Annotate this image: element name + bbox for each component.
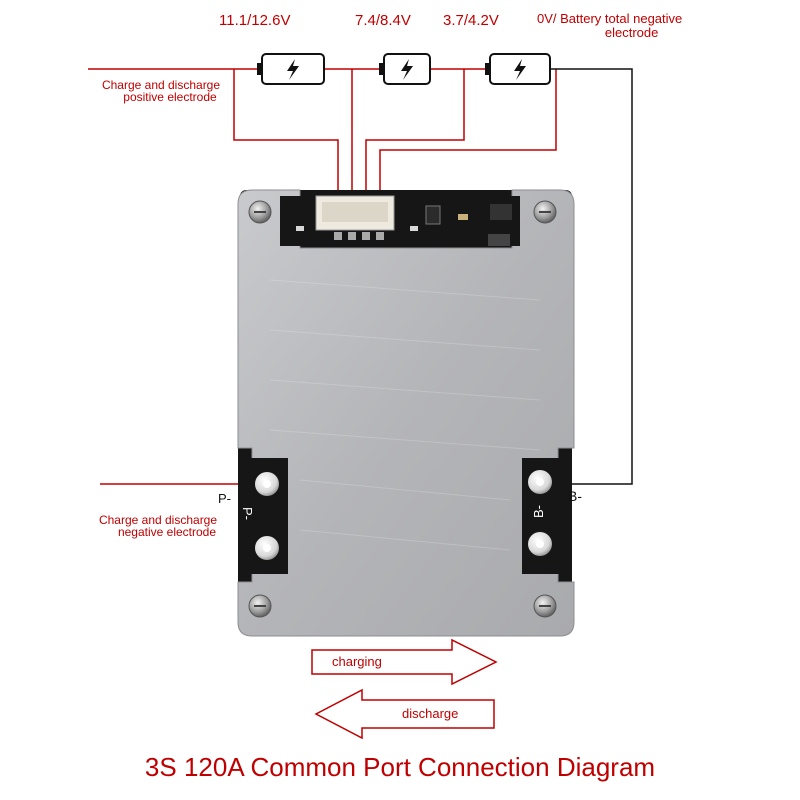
battery-bolt-icon (379, 53, 431, 85)
screw-icon (533, 200, 557, 224)
balance-wire-1 (233, 69, 339, 238)
voltage-label-7v: 7.4/8.4V (355, 12, 411, 29)
board-b-minus-silkscreen: B- (531, 505, 546, 518)
board-p-minus-silkscreen: P- (240, 507, 255, 520)
aluminum-plate (237, 189, 575, 637)
b-minus-label: B- (568, 488, 582, 504)
battery-bolt-icon (485, 53, 551, 85)
voltage-label-11v: 11.1/12.6V (219, 12, 291, 29)
voltage-label-0v-line2: electrode (604, 25, 659, 40)
terminal-pad-icon (528, 470, 552, 494)
charging-label: charging (332, 654, 382, 669)
diagram-title: 3S 120A Common Port Connection Diagram (144, 752, 656, 782)
charging-arrow (311, 638, 498, 686)
terminal-pad-icon (255, 536, 279, 560)
negative-electrode-line2: negative electrode (117, 525, 217, 539)
terminal-pad-icon (528, 532, 552, 556)
negative-wire-b (548, 68, 633, 485)
positive-electrode-line2: positive electrode (123, 90, 217, 104)
balance-wire-3 (365, 69, 465, 238)
discharge-label: discharge (402, 706, 459, 721)
voltage-label-0v: 0V/ Battery total negative electrode (537, 12, 682, 40)
battery-bolt-icon (257, 53, 325, 85)
voltage-label-3v: 3.7/4.2V (443, 12, 499, 29)
screw-icon (248, 200, 272, 224)
positive-electrode-label: Charge and discharge positive electrode (86, 79, 236, 103)
voltage-label-0v-line1: 0V/ Battery total negative (537, 11, 683, 26)
negative-electrode-line1: Charge and discharge (98, 513, 218, 527)
negative-electrode-label: Charge and discharge negative electrode (83, 514, 233, 538)
terminal-pad-icon (255, 472, 279, 496)
positive-electrode-line1: Charge and discharge (101, 78, 221, 92)
p-minus-label: P- (218, 491, 231, 506)
discharge-arrow (314, 688, 495, 740)
screw-icon (248, 594, 272, 618)
screw-icon (533, 594, 557, 618)
bms-board (237, 189, 575, 637)
